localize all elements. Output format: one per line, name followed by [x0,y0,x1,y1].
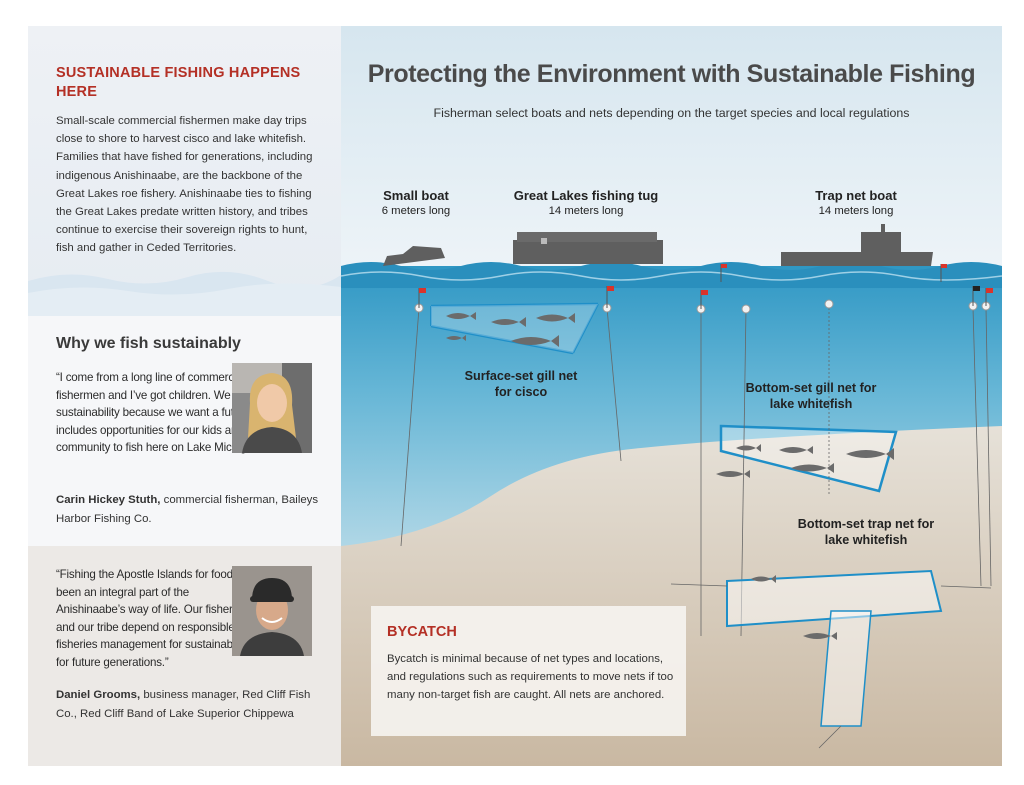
label-bottom-trap-net: Bottom-set trap net for lake whitefish [797,517,935,547]
attribution-daniel-name: Daniel Grooms, [56,689,141,701]
label-fishing-tug: Great Lakes fishing tug 14 meters long [491,188,681,219]
label-trap-net-boat-size: 14 meters long [818,205,894,217]
diagram-title: Protecting the Environment with Sustaina… [367,60,976,88]
fish-school [446,312,894,640]
attribution-daniel: Daniel Grooms, business manager, Red Cli… [56,686,326,724]
attribution-daniel-role: business manager, Red Cliff Fish Co., Re… [56,689,311,720]
why-heading: Why we fish sustainably [56,335,241,352]
label-bottom-gill-net: Bottom-set gill net for lake whitefish [745,381,877,411]
quote-carin: “I come from a long line of commercial f… [56,371,276,455]
bycatch-heading: BYCATCH [387,624,457,640]
attribution-carin-role: commercial fisherman, Baileys Harbor Fis… [56,494,319,525]
small-boat-icon [383,246,445,266]
left-top-panel [28,26,341,316]
label-trap-net-boat-name: Trap net boat [815,188,897,203]
wave-line [341,271,1002,281]
trap-net-boat-icon [781,224,933,266]
bycatch-box: BYCATCH Bycatch is minimal because of ne… [371,606,686,736]
marker-flags [418,264,993,309]
sidebar-heading: SUSTAINABLE FISHING HAPPENS HERE [56,65,301,100]
attribution-carin: Carin Hickey Stuth, commercial fisherman… [56,491,326,529]
quote-daniel: “Fishing the Apostle Islands for food ha… [56,568,255,669]
label-small-boat-size: 6 meters long [381,205,451,217]
label-trap-net-boat: Trap net boat 14 meters long [791,188,921,219]
bottom-trap-net [670,307,992,749]
diagram-subtitle: Fisherman select boats and nets dependin… [433,106,910,120]
attribution-carin-name: Carin Hickey Stuth, [56,494,161,506]
label-surface-gill-net: Surface-set gill net for cisco [464,369,578,399]
left-column: SUSTAINABLE FISHING HAPPENS HERE Small-s… [28,26,341,766]
label-small-boat-name: Small boat [383,188,449,203]
fishing-tug-icon [513,232,663,264]
portrait-daniel [232,566,312,656]
diagram-panel: Protecting the Environment with Sustaina… [341,26,1002,766]
bycatch-text: Bycatch is minimal because of net types … [387,653,674,702]
portrait-carin [232,363,312,453]
water-surface [341,262,1002,288]
wave-decoration [28,271,341,321]
bottom-gill-net [700,304,898,637]
label-fishing-tug-size: 14 meters long [548,205,624,217]
label-small-boat: Small boat 6 meters long [371,188,461,219]
infographic-page: SUSTAINABLE FISHING HAPPENS HERE Small-s… [28,26,1002,766]
label-fishing-tug-name: Great Lakes fishing tug [513,188,659,203]
intro-paragraph: Small-scale commercial fishermen make da… [56,115,313,255]
